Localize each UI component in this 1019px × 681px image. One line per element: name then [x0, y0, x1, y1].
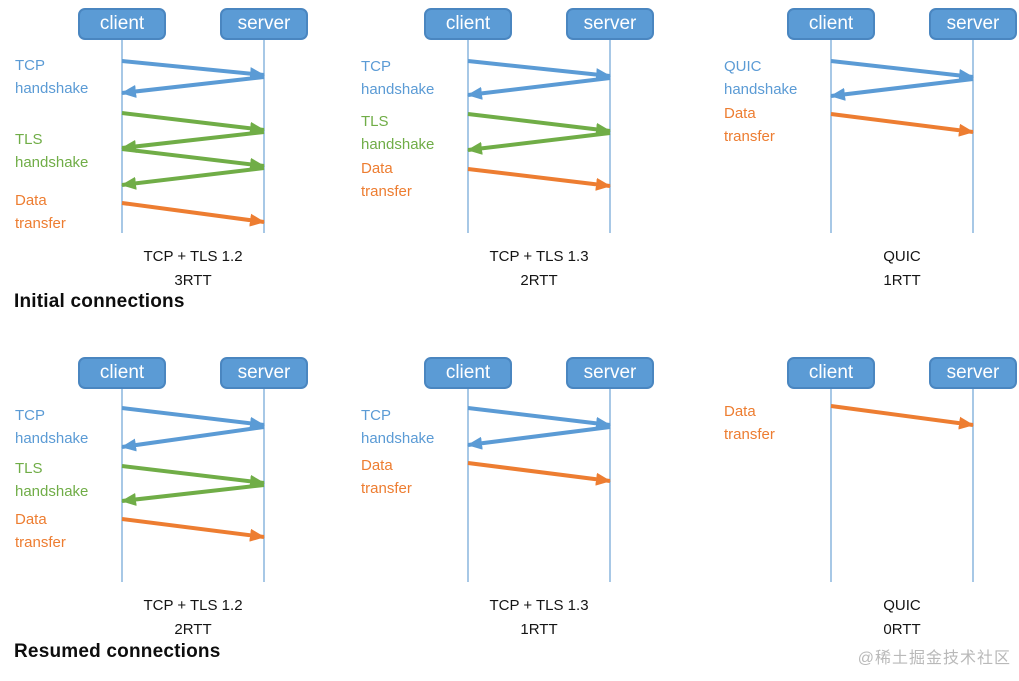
sequence-diagram-quic-initial: client server QUIC handshake Data transf…	[709, 0, 1019, 300]
message-arrow-client-to-server	[467, 406, 611, 430]
sequence-diagram-canvas	[830, 40, 974, 233]
server-box: server	[566, 8, 654, 40]
message-arrow-server-to-client	[830, 77, 974, 101]
message-arrow-client-to-server	[830, 59, 974, 82]
message-arrow-client-to-server	[467, 167, 611, 191]
phase-label-data-transfer: Data transfer	[15, 511, 66, 551]
message-arrow-server-to-client	[121, 130, 265, 153]
client-box: client	[78, 8, 166, 40]
server-box: server	[220, 357, 308, 389]
section-title-resumed-connections: Resumed connections	[14, 641, 221, 662]
message-arrow-client-to-server	[121, 517, 265, 542]
sequence-diagram-tcp-tls13-initial: client server TCP handshake TLS handshak…	[346, 0, 656, 300]
sequence-diagram-canvas	[830, 389, 974, 582]
phase-label-tls-handshake: TLS handshake	[361, 113, 435, 153]
caption-rtt: 0RTT	[883, 621, 921, 638]
diagram-caption: TCP + TLS 1.3 1RTT	[399, 594, 679, 642]
sequence-diagram-canvas	[121, 389, 265, 582]
message-arrow-client-to-server	[121, 464, 265, 488]
sequence-diagram-canvas	[467, 389, 611, 582]
client-box: client	[424, 357, 512, 389]
sequence-diagram-tcp-tls12-resumed: client server TCP handshake TLS handshak…	[0, 349, 310, 649]
phase-label-tcp-handshake: TCP handshake	[361, 407, 435, 447]
sequence-diagram-canvas	[121, 40, 265, 233]
phase-label-data-transfer: Data transfer	[724, 403, 775, 443]
client-box: client	[424, 8, 512, 40]
caption-rtt: 1RTT	[883, 272, 921, 289]
watermark-text: @稀土掘金技术社区	[857, 650, 1011, 667]
diagram-caption: QUIC 1RTT	[762, 245, 1019, 293]
phase-label-data-transfer: Data transfer	[15, 192, 66, 232]
caption-rtt: 2RTT	[520, 272, 558, 289]
message-arrow-client-to-server	[121, 147, 265, 171]
client-box: client	[78, 357, 166, 389]
message-arrow-server-to-client	[467, 131, 611, 155]
phase-label-data-transfer: Data transfer	[724, 105, 775, 145]
message-arrow-server-to-client	[121, 166, 265, 190]
server-box: server	[566, 357, 654, 389]
caption-rtt: 1RTT	[520, 621, 558, 638]
section-title-initial-connections: Initial connections	[14, 291, 185, 312]
phase-label-data-transfer: Data transfer	[361, 457, 412, 497]
phase-label-tls-handshake: TLS handshake	[15, 460, 89, 500]
server-box: server	[929, 8, 1017, 40]
server-box: server	[220, 8, 308, 40]
diagram-caption: TCP + TLS 1.2 3RTT	[53, 245, 333, 293]
phase-label-data-transfer: Data transfer	[361, 160, 412, 200]
diagram-caption: TCP + TLS 1.2 2RTT	[53, 594, 333, 642]
phase-label-tcp-handshake: TCP handshake	[15, 407, 89, 447]
caption-rtt: 3RTT	[174, 272, 212, 289]
caption-protocol: TCP + TLS 1.3	[489, 597, 589, 614]
message-arrow-client-to-server	[121, 59, 265, 81]
message-arrow-client-to-server	[121, 111, 265, 135]
message-arrow-server-to-client	[467, 425, 611, 450]
sequence-diagram-canvas	[467, 40, 611, 233]
phase-label-tcp-handshake: TCP handshake	[15, 57, 89, 97]
phase-label-tcp-handshake: TCP handshake	[361, 58, 435, 98]
phase-label-tls-handshake: TLS handshake	[15, 131, 89, 171]
message-arrow-client-to-server	[467, 59, 611, 81]
caption-protocol: QUIC	[883, 597, 921, 614]
message-arrow-client-to-server	[121, 201, 265, 227]
message-arrow-server-to-client	[467, 76, 611, 100]
message-arrow-server-to-client	[121, 75, 265, 98]
message-arrow-client-to-server	[121, 406, 265, 430]
client-box: client	[787, 8, 875, 40]
message-arrow-client-to-server	[467, 112, 611, 136]
message-arrow-client-to-server	[467, 461, 611, 486]
phase-label-quic-handshake: QUIC handshake	[724, 58, 798, 98]
caption-rtt: 2RTT	[174, 621, 212, 638]
caption-protocol: QUIC	[883, 248, 921, 265]
message-arrow-client-to-server	[830, 404, 974, 430]
sequence-diagram-quic-resumed: client server Data transfer QUIC 0RTT	[709, 349, 1019, 649]
diagram-caption: QUIC 0RTT	[762, 594, 1019, 642]
client-box: client	[787, 357, 875, 389]
caption-protocol: TCP + TLS 1.2	[143, 597, 243, 614]
message-arrow-server-to-client	[121, 483, 265, 506]
message-arrow-client-to-server	[830, 112, 974, 137]
message-arrow-server-to-client	[121, 425, 265, 452]
diagram-caption: TCP + TLS 1.3 2RTT	[399, 245, 679, 293]
caption-protocol: TCP + TLS 1.2	[143, 248, 243, 265]
server-box: server	[929, 357, 1017, 389]
sequence-diagram-tcp-tls13-resumed: client server TCP handshake Data transfe…	[346, 349, 656, 649]
caption-protocol: TCP + TLS 1.3	[489, 248, 589, 265]
sequence-diagram-tcp-tls12-initial: client server TCP handshake TLS handshak…	[0, 0, 310, 300]
